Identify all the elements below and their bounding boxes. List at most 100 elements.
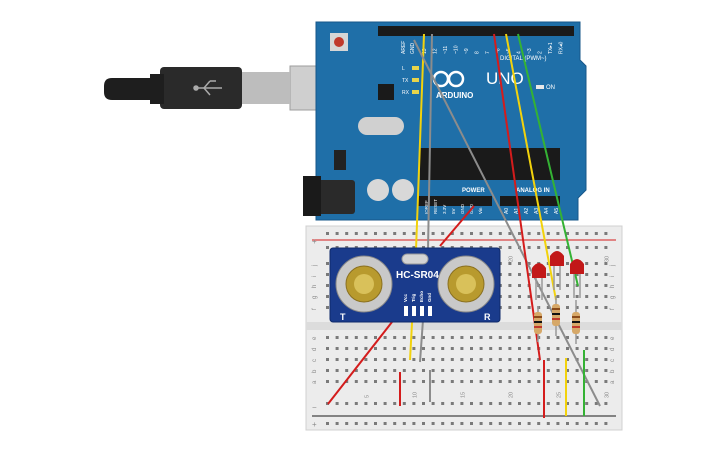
- led-3: [570, 259, 584, 298]
- wire-red-d7: [493, 33, 541, 361]
- resistors: [534, 296, 580, 344]
- power-pin-label: IOREF: [424, 200, 429, 214]
- row-letter: a: [312, 380, 318, 384]
- digital-pin-label: ~10: [454, 45, 460, 54]
- digital-pin-label: 7: [485, 51, 491, 54]
- column-number: 30: [604, 256, 610, 262]
- row-letter: f: [610, 308, 616, 310]
- digital-pin-label: 4: [517, 51, 523, 54]
- row-letter: h: [312, 285, 318, 288]
- row-letter: h: [610, 285, 616, 288]
- digital-pin-label: 12: [433, 48, 439, 54]
- power-pin-label: RESET: [433, 199, 438, 214]
- usb-icon: [193, 80, 222, 96]
- row-letter: g: [312, 296, 318, 299]
- analog-pin-label: A0: [504, 208, 510, 214]
- row-letter: j: [610, 265, 616, 267]
- digital-pin-label: 8: [475, 51, 481, 54]
- gnd-label: GND: [410, 43, 416, 55]
- led-2: [550, 251, 564, 290]
- resistor-3: [572, 300, 580, 344]
- analog-pin-label: A5: [554, 208, 560, 214]
- row-letter: c: [610, 359, 616, 362]
- sensor-pin-label: Gnd: [427, 293, 432, 302]
- wire-red-rail: [327, 321, 393, 405]
- row-letter: j: [312, 265, 318, 267]
- sensor-pin-label: Vcc: [403, 293, 408, 302]
- row-letter: b: [610, 369, 616, 373]
- digital-pin-label: TX▸1: [548, 42, 554, 54]
- digital-pin-label: RX◂0: [559, 42, 565, 54]
- arduino-brand: ARDUINO: [436, 91, 473, 100]
- row-letter: c: [312, 359, 318, 362]
- wire-yellow-d6: [505, 33, 557, 301]
- analog-pin-label: A1: [514, 208, 520, 214]
- row-letters: j j i i h h g g f f e e d d c c b b a a: [312, 265, 616, 384]
- arduino-model: UNO: [486, 69, 524, 88]
- row-letter: a: [610, 380, 616, 384]
- on-label: ON: [546, 85, 555, 91]
- board-led-label: L: [402, 66, 405, 72]
- sensor-transmit-mark: T: [340, 312, 346, 322]
- power-pin-label: 3.3V: [442, 205, 447, 214]
- digital-header: [378, 26, 574, 36]
- power-header: [418, 196, 492, 206]
- analog-pin-label: A2: [524, 208, 530, 214]
- row-letter: f: [312, 308, 318, 310]
- bottom-rail-plus: +: [312, 420, 317, 429]
- top-rail-plus: +: [312, 237, 317, 246]
- sensor-receive-mark: R: [484, 312, 491, 322]
- reset-button[interactable]: [334, 37, 344, 47]
- wire-gray-gnd: [413, 39, 601, 407]
- column-number: 20: [508, 392, 514, 398]
- digital-pin-label: ~9: [464, 48, 470, 54]
- leds: [532, 251, 584, 300]
- power-pin-label: GND: [460, 203, 465, 214]
- board-led-label: RX: [402, 90, 410, 96]
- digital-pin-label: ~11: [443, 46, 449, 54]
- row-letter: i: [312, 276, 318, 277]
- digital-pin-label: 13: [422, 48, 428, 54]
- column-number: 15: [460, 392, 466, 398]
- row-letter: i: [610, 276, 616, 277]
- atmega-chip: [420, 148, 560, 180]
- column-number: 30: [604, 392, 610, 398]
- power-pin-label: Vin: [478, 207, 483, 214]
- sensor-pin-label: Echo: [419, 291, 424, 302]
- column-number: 10: [412, 392, 418, 398]
- power-pin-label: 5V: [451, 208, 456, 214]
- analog-header: [500, 196, 560, 206]
- board-led-label: TX: [402, 78, 409, 84]
- arduino-uno-board: ARDUINO UNO ON DIGITAL (PWM~) POWER ANAL…: [303, 21, 587, 221]
- row-letter: b: [312, 369, 318, 373]
- analog-pin-label: A3: [534, 208, 540, 214]
- aref-label: AREF: [401, 41, 407, 54]
- row-letter: d: [312, 348, 318, 351]
- wire-green-d5: [517, 33, 579, 287]
- column-number: 5: [364, 395, 370, 398]
- resistor-2: [552, 296, 560, 336]
- board-led-labels: L TX RX: [402, 66, 419, 96]
- analog-pin-labels: A0 A1 A2 A3 A4 A5: [504, 208, 560, 214]
- row-letter: e: [610, 336, 616, 340]
- row-letter: d: [610, 348, 616, 351]
- resistor-1: [534, 306, 542, 342]
- digital-pin-label: 2: [538, 51, 544, 54]
- bottom-rail-minus: −: [312, 403, 317, 412]
- digital-pin-label: ~3: [527, 48, 533, 54]
- led-1: [532, 263, 546, 300]
- sensor-pin-label: Trig: [411, 293, 416, 302]
- row-letter: g: [610, 296, 616, 299]
- row-letter: e: [312, 336, 318, 340]
- analog-pin-label: A4: [544, 208, 550, 214]
- column-number: 20: [508, 256, 514, 262]
- power-label: POWER: [462, 188, 485, 194]
- sensor-name: HC-SR04: [396, 270, 439, 281]
- wire-red-5v: [439, 205, 475, 247]
- digital-pin-label: ~6: [496, 48, 502, 54]
- column-number: 25: [556, 392, 562, 398]
- analog-label: ANALOG IN: [516, 188, 550, 194]
